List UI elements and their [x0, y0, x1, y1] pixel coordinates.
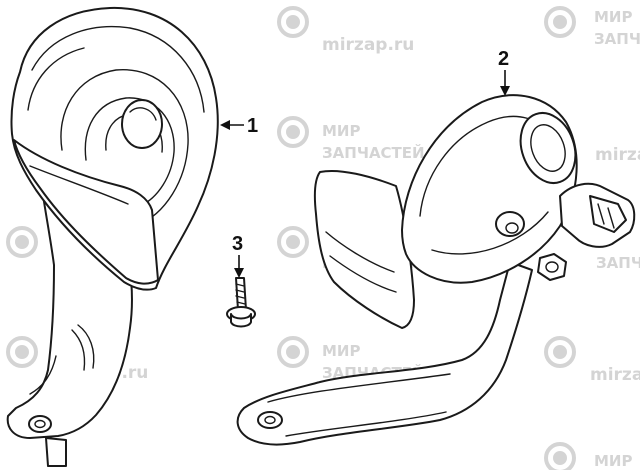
watermark-site: mirzap.ru: [595, 145, 640, 165]
watermark-logo-icon: [6, 226, 38, 258]
watermark-logo-icon: [277, 226, 309, 258]
bolt-shank: [235, 277, 247, 311]
callout-2: 2: [498, 48, 510, 96]
horn-assembly-left: [6, 6, 219, 467]
callout-1: 1: [220, 115, 258, 137]
callout-2-label: 2: [498, 48, 509, 70]
horn-center-cap: [121, 99, 163, 149]
watermark-logo-icon: [544, 442, 576, 470]
bolt-head: [230, 313, 252, 328]
horn-bracket-right-lower: [236, 261, 533, 446]
callout-3-label: 3: [232, 233, 243, 255]
horn-bracket-right-upper: [313, 170, 415, 329]
watermark-site-short: mirzap: [590, 365, 640, 385]
mount-nut: [537, 253, 567, 281]
callout-1-arrow: [220, 120, 230, 130]
watermark-line2: ЗАПЧАСТЕЙ: [596, 253, 640, 272]
watermark-logo-icon: [277, 116, 309, 148]
watermark-line1: МИР: [594, 452, 632, 470]
callout-1-label: 1: [247, 115, 258, 137]
watermark-line1: МИР: [594, 8, 632, 26]
horn-body-left: [10, 6, 219, 291]
watermark-logo-icon: [6, 336, 38, 368]
watermark-site: mirzap.ru: [322, 35, 414, 55]
bracket-bolt-hole: [28, 415, 52, 433]
watermark-line1: МИР: [322, 342, 360, 360]
bracket-tab: [45, 437, 67, 467]
watermark-logo-icon: [544, 336, 576, 368]
bolt-part: [226, 277, 256, 328]
horn-assembly-right: [236, 94, 636, 446]
watermark-line2: ЗАПЧАСТЕЙ: [322, 143, 425, 162]
watermark-line2: ЗАПЧАСТЕЙ: [594, 29, 640, 48]
callout-3-arrow: [234, 268, 244, 278]
watermark-logo-icon: [277, 6, 309, 38]
callout-3: 3: [232, 233, 244, 278]
watermark-line1: МИР: [322, 122, 360, 140]
watermark-logo-icon: [544, 6, 576, 38]
bracket-bolt-hole-right: [257, 411, 283, 429]
horn-lip: [13, 139, 159, 285]
callout-2-arrow: [500, 86, 510, 96]
watermark-logo-icon: [277, 336, 309, 368]
